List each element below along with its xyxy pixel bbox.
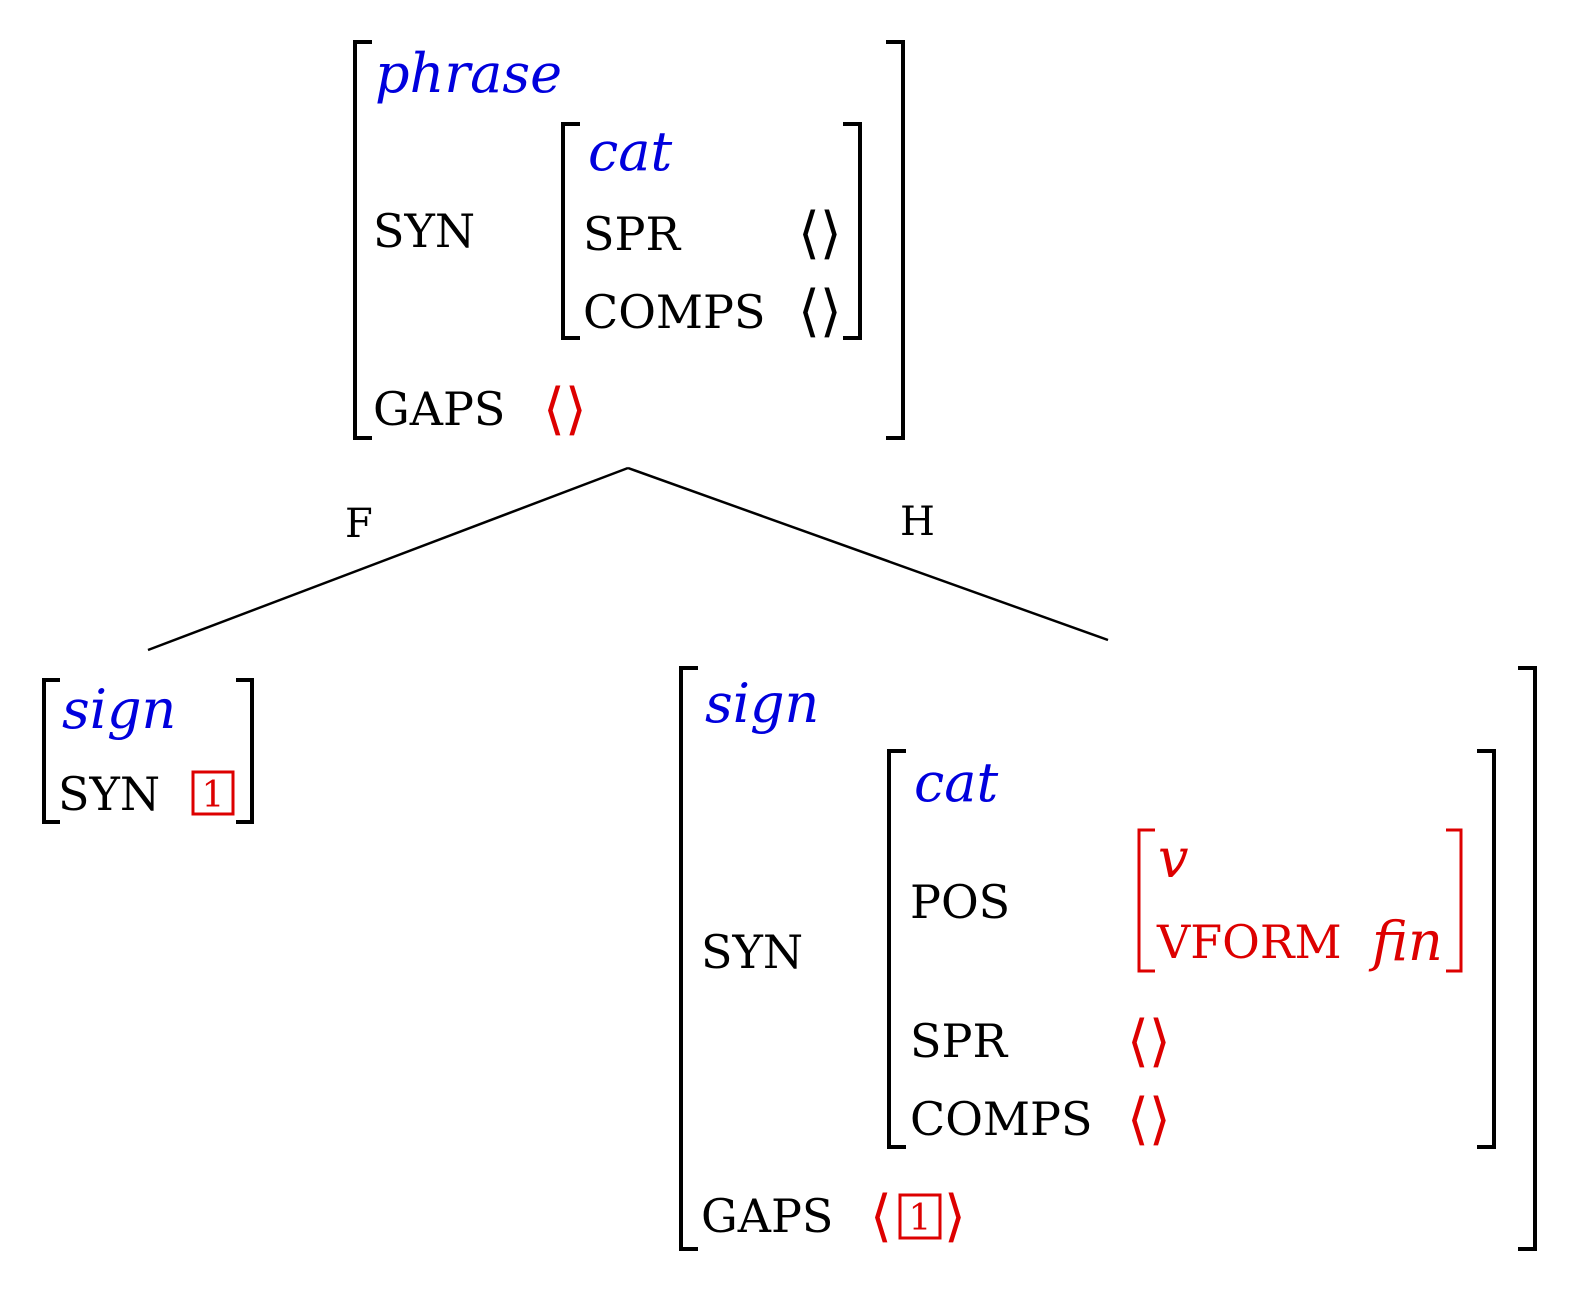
head-syn-label: SYN — [701, 925, 803, 979]
head-gaps-close: ⟩ — [944, 1184, 966, 1249]
filler-left-bracket — [42, 678, 60, 824]
head-right-bracket — [1518, 666, 1537, 1251]
head-edge-label: H — [900, 499, 935, 545]
head-edge — [627, 466, 1109, 642]
filler-right-bracket — [236, 678, 254, 824]
head-pos-right-bracket — [1446, 828, 1463, 973]
root-type: phrase — [375, 42, 562, 105]
head-avm: sign SYN cat POS v VFORM fin SPR ⟨⟩ COMP… — [679, 666, 1537, 1251]
root-comps-value: ⟨⟩ — [798, 279, 842, 344]
head-pos-left-bracket — [1137, 828, 1155, 973]
head-gaps-open: ⟨ — [870, 1184, 892, 1249]
head-left-bracket — [679, 666, 698, 1251]
root-avm: phrase SYN cat SPR ⟨⟩ COMPS ⟨⟩ GAPS ⟨⟩ — [353, 40, 905, 442]
head-syn-right-bracket — [1477, 749, 1496, 1149]
root-right-bracket — [886, 40, 905, 440]
root-spr-value: ⟨⟩ — [798, 201, 842, 266]
head-comps-value: ⟨⟩ — [1127, 1087, 1171, 1152]
filler-edge — [147, 466, 629, 652]
filler-edge-label: F — [345, 501, 373, 547]
head-comps-label: COMPS — [910, 1092, 1092, 1146]
root-gaps-label: GAPS — [373, 382, 505, 436]
root-spr-label: SPR — [583, 207, 681, 261]
head-spr-value: ⟨⟩ — [1127, 1009, 1171, 1074]
head-syn-left-bracket — [887, 749, 906, 1149]
head-gaps-label: GAPS — [701, 1189, 833, 1243]
head-gaps-tag: 1 — [909, 1198, 932, 1239]
filler-tag-box — [191, 770, 235, 816]
root-syn-left-bracket — [561, 122, 580, 340]
root-gaps-value: ⟨⟩ — [543, 377, 587, 442]
root-syn-label: SYN — [373, 204, 475, 258]
root-syn-right-bracket — [843, 122, 862, 340]
filler-avm: sign SYN 1 — [42, 678, 254, 824]
head-type: sign — [705, 672, 819, 735]
root-comps-label: COMPS — [583, 285, 765, 339]
filler-type: sign — [62, 678, 176, 741]
head-pos-type: v — [1158, 827, 1189, 890]
head-vform-label: VFORM — [1156, 915, 1342, 969]
root-left-bracket — [353, 40, 372, 440]
filler-tag: 1 — [202, 775, 225, 816]
head-syn-type: cat — [914, 751, 998, 814]
filler-syn-label: SYN — [58, 767, 160, 821]
head-pos-label: POS — [910, 875, 1010, 929]
head-gaps-tag-box — [898, 1193, 942, 1240]
head-spr-label: SPR — [910, 1014, 1008, 1068]
head-vform-value: fin — [1368, 910, 1443, 973]
root-syn-type: cat — [588, 120, 672, 183]
tree-edges: F H — [147, 466, 1109, 652]
